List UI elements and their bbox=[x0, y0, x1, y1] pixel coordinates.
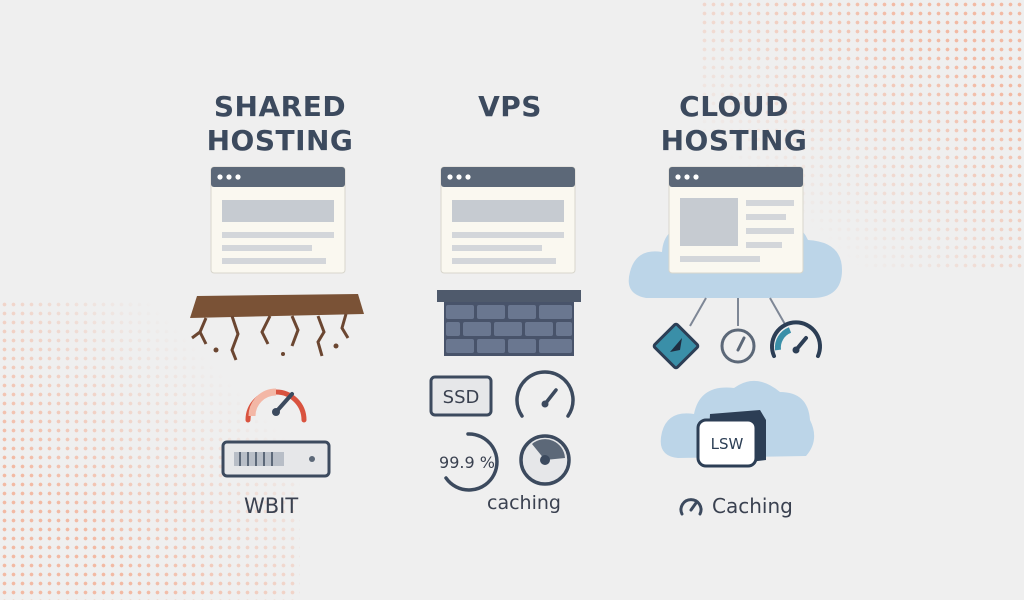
vps-dial-icon bbox=[519, 434, 571, 486]
shared-browser-window bbox=[210, 166, 346, 274]
cloud-footer-label: Caching bbox=[712, 494, 793, 518]
vps-footer-label: caching bbox=[487, 492, 561, 514]
cloud-connector-lines bbox=[689, 297, 787, 327]
ssd-badge-icon: SSD bbox=[429, 375, 493, 417]
diamond-arrow-icon bbox=[652, 322, 700, 370]
brick-wall-icon bbox=[437, 290, 581, 356]
caching-gauge-icon bbox=[679, 498, 703, 516]
uptime-ring-icon: 99.9 % bbox=[439, 432, 499, 492]
uptime-value: 99.9 % bbox=[439, 453, 495, 472]
ssd-label: SSD bbox=[443, 387, 480, 408]
cloud-browser-window bbox=[668, 166, 804, 274]
vps-title: VPS bbox=[410, 90, 610, 124]
vps-title-line1: VPS bbox=[478, 90, 542, 123]
server-rack-icon bbox=[221, 440, 331, 478]
shared-soil-ground bbox=[190, 294, 364, 361]
shared-title-line2: HOSTING bbox=[206, 124, 354, 157]
vps-browser-window bbox=[440, 166, 576, 274]
cloud-speed-gauge-icon bbox=[770, 320, 822, 358]
shared-footer-label: WBIT bbox=[244, 494, 299, 518]
cloud-hosting-title: CLOUD HOSTING bbox=[634, 90, 834, 158]
cloud-title-line1: CLOUD bbox=[679, 90, 789, 123]
cloud-small-gauge-icon bbox=[720, 328, 756, 364]
cloud-title-line2: HOSTING bbox=[660, 124, 808, 157]
speed-gauge-icon bbox=[245, 388, 307, 423]
vps-speed-gauge-icon bbox=[515, 370, 575, 418]
lsw-label: LSW bbox=[711, 435, 744, 453]
shared-title-line1: SHARED bbox=[213, 90, 347, 123]
lsw-block-icon: LSW bbox=[696, 410, 766, 468]
shared-hosting-title: SHARED HOSTING bbox=[180, 90, 380, 158]
